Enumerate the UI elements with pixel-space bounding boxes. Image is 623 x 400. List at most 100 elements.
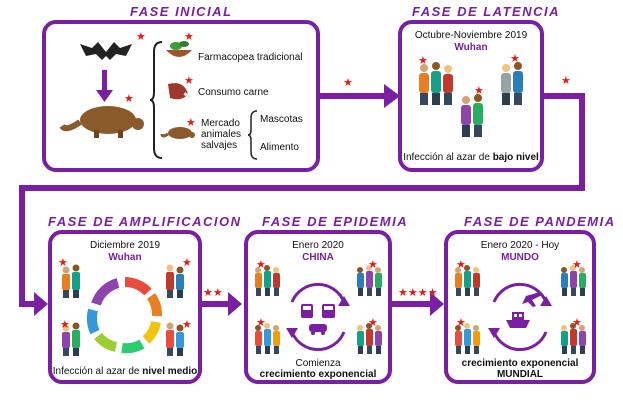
person-icon [419,64,429,105]
person-icon [264,323,271,354]
caption-epidemia-line2: crecimiento exponencial [259,369,377,380]
person-icon [375,267,382,296]
herbal-star: ★ [184,31,194,43]
phase-box-latencia: Octubre-Noviembre 2019 Wuhan ★ ★ ★ Infec… [398,20,544,172]
person-icon [461,96,471,137]
person-icon [273,325,280,354]
pangolin-star: ★ [124,93,134,105]
arrowhead-latencia [384,84,400,108]
infection-star: ★ [182,257,192,269]
person-icon [264,265,271,296]
date-epidemia: Enero 2020 [292,240,344,251]
people-group-latencia [419,62,523,137]
arrow-star-amplificacion: ★ [561,75,571,87]
infection-star: ★ [510,53,520,65]
person-icon [166,264,174,298]
infection-star: ★ [474,85,484,97]
bat-star: ★ [136,31,146,43]
market-label-line: animales [201,129,242,140]
person-icon [443,65,453,105]
market-label: Mercado animales salvajes [201,118,241,151]
person-icon [357,325,364,354]
person-icon [455,267,462,296]
phase-title-latencia: FASE DE LATENCIA [412,4,560,19]
car-icon [309,324,327,335]
person-icon [579,267,586,296]
person-icon [176,324,184,356]
phase-title-pandemia: FASE DE PANDEMIA [464,214,616,229]
caption-amplificacion: Infección al azar de nivel medio [52,366,198,377]
caption-prefix: Infección al azar de [403,152,493,163]
person-icon [464,265,471,296]
rainbow-cycle-icon [86,277,162,354]
phase-title-inicial: FASE INICIAL [130,4,233,19]
rainbow-cycle [62,264,184,356]
travel-cycle [455,265,586,354]
train-icon [301,304,313,318]
pangolin-icon [59,106,144,138]
cycle-arrows-icon [290,282,346,352]
people-group-pandemia [455,265,586,354]
person-icon [579,325,586,354]
person-icon [570,323,577,354]
small-pangolin-icon [160,127,195,139]
meat-icon [168,83,192,100]
people-group-amplificacion [62,264,184,356]
person-icon [166,322,174,356]
infection-star: ★ [456,317,466,329]
person-icon [561,325,568,354]
person-icon [473,325,480,354]
person-icon [431,62,441,105]
arrow-star-latencia: ★ [343,77,353,89]
infection-star: ★ [58,257,68,269]
date-amplificacion: Diciembre 2019 [89,240,161,251]
infection-star: ★ [572,259,582,271]
meat-star: ★ [184,75,194,87]
person-icon [513,62,523,105]
arrow-stars-epidemia: ★★ [203,287,223,299]
caption-pandemia-line1: crecimiento exponencial [461,358,579,369]
infection-star: ★ [418,55,428,67]
use-mascotas: Mascotas [260,114,303,125]
person-icon [273,267,280,296]
market-label-line: salvajes [201,140,238,151]
person-icon [464,323,471,354]
place-amplificacion: Wuhan [108,252,142,263]
people-group-epidemia [255,265,382,354]
phase-box-amplificacion: Diciembre 2019 Wuhan ★ ★ ★ ★ Infección a… [48,230,202,384]
infection-star: ★ [456,259,466,271]
caption-bold: nivel medio [142,366,198,377]
person-icon [176,266,184,298]
person-icon [473,267,480,296]
infection-star: ★ [572,317,582,329]
item-consumo-carne: Consumo carne [198,87,269,98]
use-alimento: Alimento [260,142,299,153]
market-label-line: Mercado [201,118,240,129]
infection-star: ★ [256,259,266,271]
transport-cycle [255,265,382,354]
herbal-bowl-icon [166,41,192,57]
person-icon [570,265,577,296]
ship-icon [506,312,530,328]
arrowhead-epidemia [228,292,242,316]
phase-title-amplificacion: FASE DE AMPLIFICACION [48,214,242,229]
bus-icon [322,304,335,318]
airplane-icon [522,292,542,307]
person-icon [455,325,462,354]
person-icon [72,322,80,356]
person-icon [561,267,568,296]
infection-star: ★ [60,319,70,331]
person-icon [72,264,80,298]
arrow-stars-pandemia: ★★★★ [398,287,438,299]
place-epidemia: CHINA [302,252,334,263]
bracket-main [149,41,163,159]
person-icon [255,325,262,354]
infection-star: ★ [368,317,378,329]
arrowhead-pandemia [430,292,444,316]
place-latencia: Wuhan [454,42,488,53]
caption-epidemia-line1: Comienza [295,358,341,369]
small-pangolin-star: ★ [186,117,196,129]
arrowhead-amplificacion [34,292,48,316]
person-icon [255,267,262,296]
